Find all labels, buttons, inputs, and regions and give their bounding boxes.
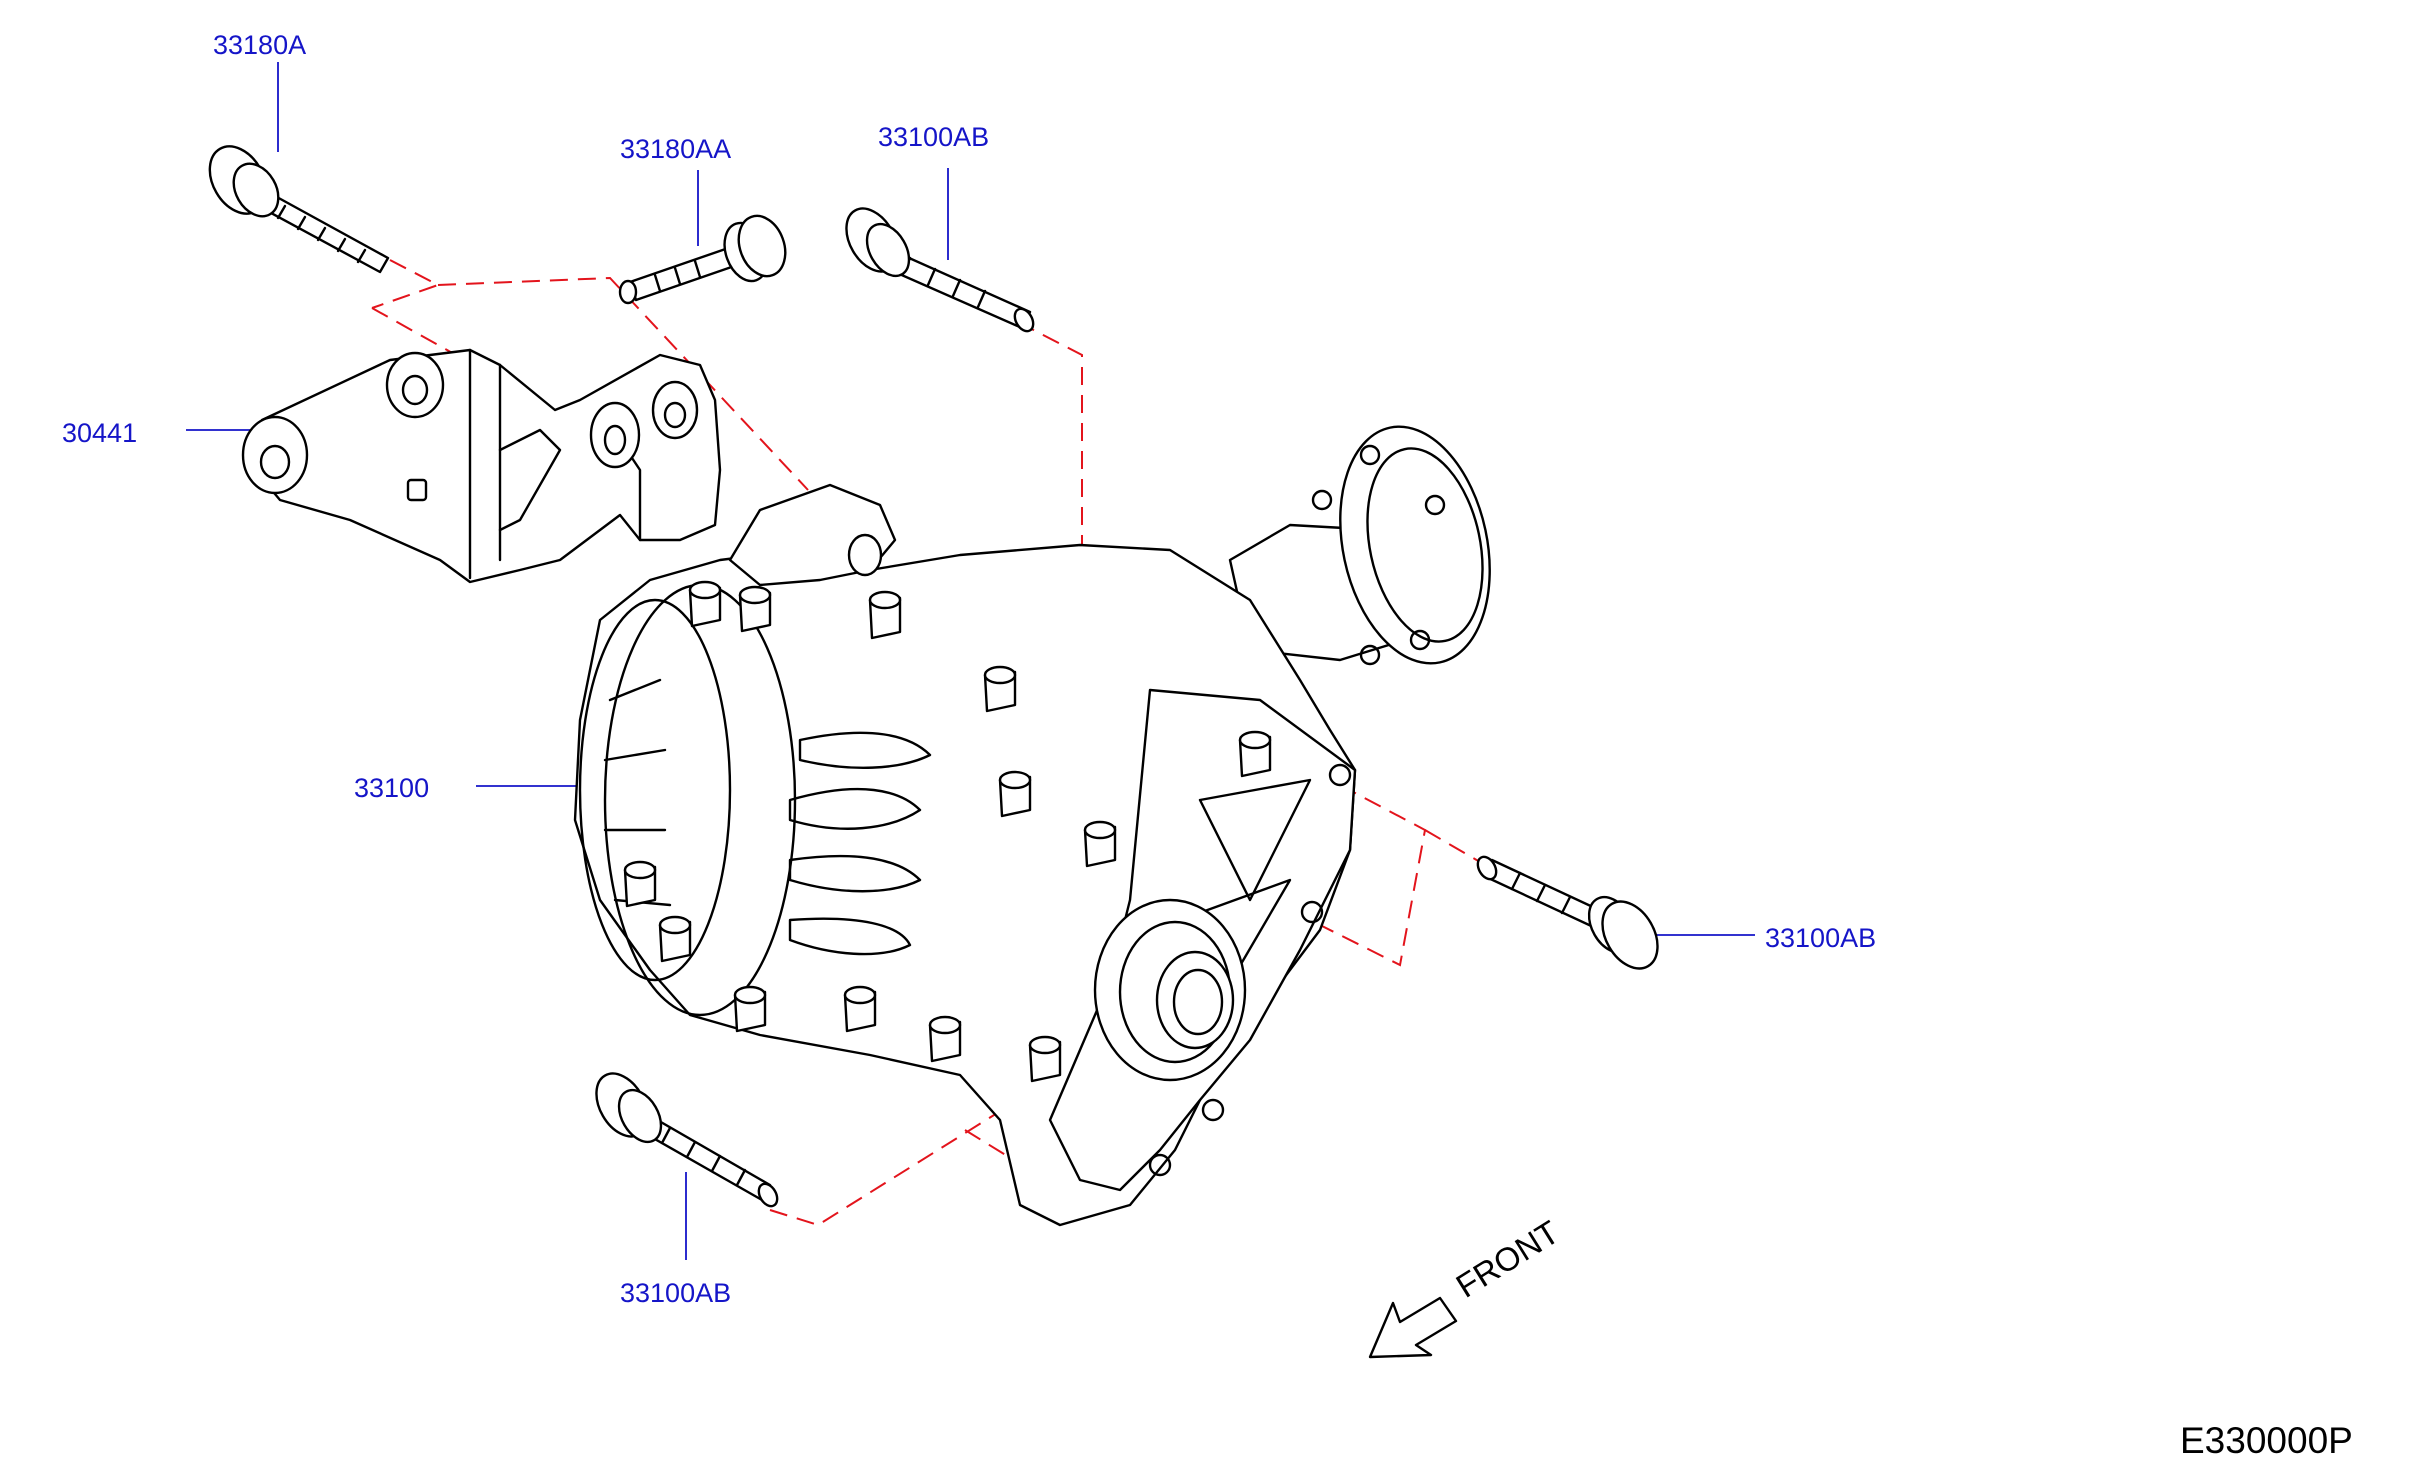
bolt-33180aa — [618, 214, 787, 305]
leader-lines — [186, 62, 1755, 1260]
diagram-code: E330000P — [2180, 1420, 2353, 1461]
differential-33100 — [573, 425, 1491, 1227]
callout-33100ab-top: 33100AB — [878, 122, 990, 152]
callout-33100ab-bottom: 33100AB — [620, 1278, 732, 1308]
callout-30441: 30441 — [62, 418, 138, 448]
bolt-33180a — [208, 145, 390, 274]
bolt-33100ab-bottom — [595, 1072, 779, 1208]
bolt-33100ab-right — [1476, 855, 1659, 970]
housing-bolts — [623, 580, 1272, 1083]
callout-33100: 33100 — [354, 773, 430, 803]
bolt-33100ab-top — [845, 207, 1035, 333]
front-arrow-icon — [1368, 1296, 1458, 1359]
callout-33100ab-right: 33100AB — [1765, 923, 1877, 953]
bracket-30441 — [241, 348, 722, 584]
callout-33180aa: 33180AA — [620, 134, 732, 164]
callout-33180a: 33180A — [213, 30, 307, 60]
